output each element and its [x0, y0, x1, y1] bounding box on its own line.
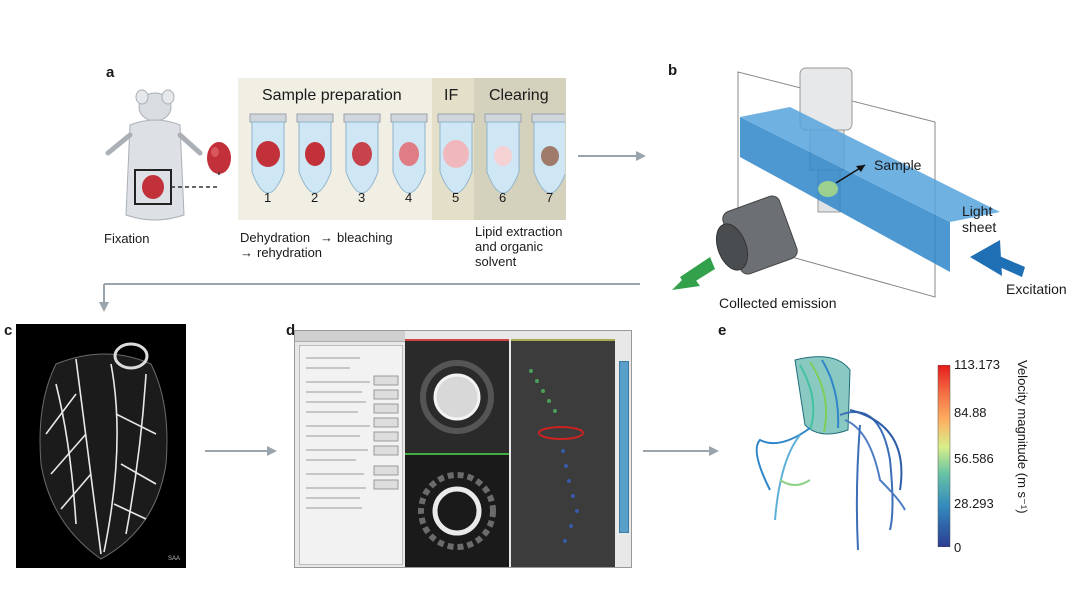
vessel-centerline-view [511, 339, 615, 567]
panel-b-letter: b [668, 62, 678, 79]
tube-number-3: 3 [358, 190, 366, 205]
panel-e-letter: e [718, 322, 727, 339]
tube-6 [484, 113, 522, 194]
software-window [294, 330, 632, 568]
flow-arrow-a-b [578, 151, 646, 161]
panel-c-letter: c [4, 322, 13, 339]
panel-d-letter: d [286, 322, 296, 339]
tubes-row [249, 113, 565, 194]
velocity-colorbar [937, 365, 951, 547]
light-sheet-label-1: Light [962, 203, 993, 219]
dehydration-label: Dehydration [240, 230, 311, 245]
lipid-label-2: and organic [475, 239, 543, 254]
flow-arrow-d-e [643, 446, 719, 456]
tube-7 [531, 113, 565, 194]
mouse-illustration [105, 89, 218, 221]
streamline-visualization [755, 356, 906, 551]
tube-number-7: 7 [546, 190, 554, 205]
tube-number-6: 6 [499, 190, 507, 205]
light-sheet-label-2: sheet [962, 219, 997, 235]
tube-number-5: 5 [452, 190, 460, 205]
heart-vasculature-image [16, 324, 186, 568]
tube-3 [343, 113, 381, 194]
bleaching-label: bleaching [337, 230, 393, 245]
tube-1 [249, 113, 287, 194]
vessel-cross-section-top [405, 339, 509, 453]
tube-5 [437, 113, 475, 194]
tube-number-1: 1 [264, 190, 272, 205]
tube-4 [390, 113, 428, 194]
sample-label: Sample [874, 157, 922, 173]
fixation-label: Fixation [104, 231, 150, 246]
panel-a-letter: a [106, 64, 115, 81]
colorbar-tick-2: 84.88 [954, 405, 987, 420]
lipid-label-3: solvent [475, 254, 517, 269]
collected-emission-label: Collected emission [719, 295, 837, 311]
tube-number-4: 4 [405, 190, 413, 205]
isolated-heart [207, 142, 231, 178]
arrow-right-icon: → [240, 245, 253, 260]
clearing-header: Clearing [489, 87, 549, 104]
colorbar-tick-4: 28.293 [954, 496, 994, 511]
rehydration-label: rehydration [257, 245, 323, 260]
flow-arrow-c-d [205, 446, 277, 456]
arrow-right-icon: → [320, 230, 333, 245]
colorbar-tick-max: 113.173 [954, 357, 1001, 372]
light-sheet-setup [672, 67, 1025, 298]
colorbar-tick-min: 0 [954, 540, 962, 555]
lipid-label-1: Lipid extraction [475, 224, 563, 239]
colorbar-tick-3: 56.586 [954, 451, 994, 466]
tube-2 [296, 113, 334, 194]
vessel-cross-section-bottom [405, 453, 509, 567]
if-header: IF [444, 87, 459, 104]
tube-number-2: 2 [311, 190, 319, 205]
sample-prep-header: Sample preparation [262, 87, 402, 104]
software-side-panel [299, 345, 403, 565]
flow-arrow-b-c [99, 283, 640, 312]
software-tab-bar [295, 331, 405, 342]
software-scrollbar[interactable] [619, 361, 629, 533]
excitation-label: Excitation [1006, 281, 1067, 297]
colorbar-label-text: Velocity magnitude (m s⁻¹) [1015, 360, 1030, 514]
colorbar-label: Velocity magnitude (m s⁻¹) [1015, 360, 1046, 550]
panel-c-corner-text: SAA [168, 556, 181, 562]
